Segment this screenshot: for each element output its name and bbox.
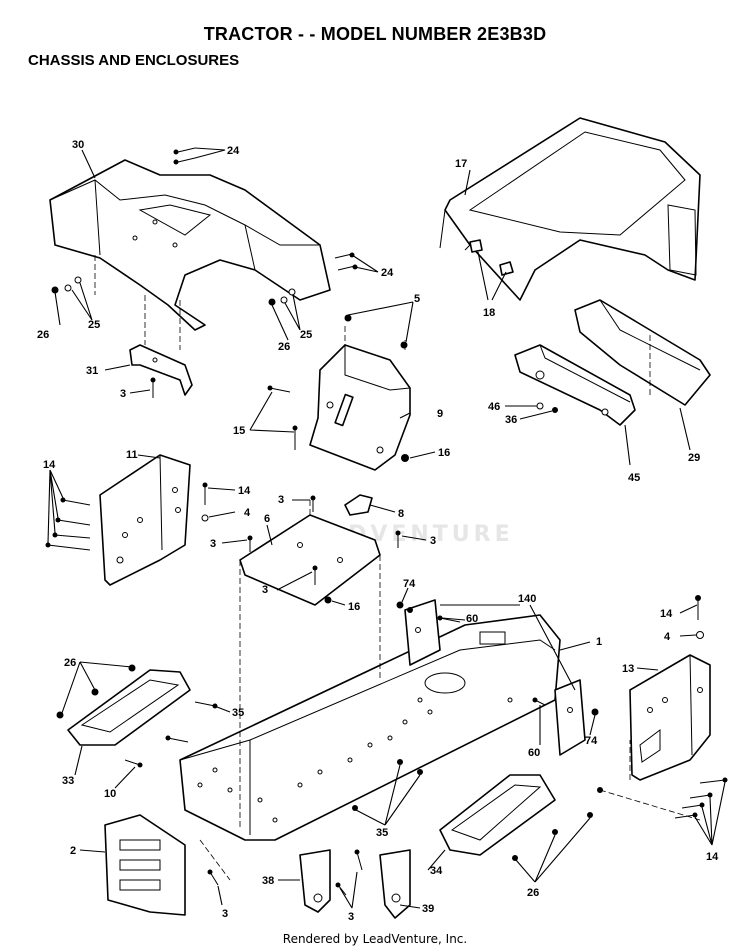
callout-33: 33 bbox=[62, 775, 74, 787]
callout-9: 9 bbox=[437, 408, 443, 420]
callout-24: 24 bbox=[381, 267, 394, 279]
callout-29: 29 bbox=[688, 452, 700, 464]
part-8-clip[interactable] bbox=[344, 494, 373, 516]
callout-15: 15 bbox=[233, 425, 245, 437]
callout-30: 30 bbox=[72, 139, 84, 151]
part-13-plate[interactable] bbox=[629, 654, 711, 781]
callout-74: 74 bbox=[403, 578, 416, 590]
callout-74: 74 bbox=[585, 735, 598, 747]
callout-10: 10 bbox=[104, 788, 116, 800]
callout-35: 35 bbox=[232, 707, 244, 719]
part-9-panel[interactable] bbox=[309, 344, 411, 471]
callout-4: 4 bbox=[244, 507, 251, 519]
callout-3: 3 bbox=[348, 911, 354, 923]
callout-3: 3 bbox=[120, 388, 126, 400]
callout-3: 3 bbox=[210, 538, 216, 550]
part-38-bracket[interactable] bbox=[299, 849, 331, 913]
callout-16: 16 bbox=[438, 447, 450, 459]
callout-38: 38 bbox=[262, 875, 274, 887]
page-title: TRACTOR - - MODEL NUMBER 2E3B3D bbox=[203, 24, 547, 44]
part-31-bracket[interactable] bbox=[129, 344, 193, 396]
callout-2: 2 bbox=[70, 845, 76, 857]
callout-3: 3 bbox=[262, 584, 268, 596]
callout-34: 34 bbox=[430, 865, 443, 877]
callout-18: 18 bbox=[483, 307, 495, 319]
callout-46: 46 bbox=[488, 401, 500, 413]
part-2-front-plate[interactable] bbox=[104, 814, 186, 916]
section-title: CHASSIS AND ENCLOSURES bbox=[28, 52, 240, 69]
callout-39: 39 bbox=[422, 903, 434, 915]
assembly-lines bbox=[94, 255, 701, 881]
callout-31: 31 bbox=[86, 365, 98, 377]
part-hood[interactable] bbox=[439, 117, 701, 301]
callout-11: 11 bbox=[126, 449, 138, 461]
callout-1: 1 bbox=[596, 636, 602, 648]
hardware-fasteners bbox=[45, 147, 728, 896]
callout-35: 35 bbox=[376, 827, 388, 839]
callout-3: 3 bbox=[222, 908, 228, 920]
callout-26: 26 bbox=[64, 657, 76, 669]
part-34-footrest[interactable] bbox=[439, 774, 556, 856]
part-140-front-brackets[interactable] bbox=[404, 599, 586, 756]
callout-17: 17 bbox=[455, 158, 467, 170]
callout-140: 140 bbox=[518, 593, 536, 605]
callout-3: 3 bbox=[430, 535, 436, 547]
part-33-footrest[interactable] bbox=[67, 669, 191, 746]
part-11-plate[interactable] bbox=[99, 454, 191, 586]
callout-6: 6 bbox=[264, 513, 270, 525]
callout-14: 14 bbox=[238, 485, 251, 497]
callout-3: 3 bbox=[278, 494, 284, 506]
callout-36: 36 bbox=[505, 414, 517, 426]
callout-26: 26 bbox=[278, 341, 290, 353]
callout-5: 5 bbox=[414, 293, 420, 305]
callout-25: 25 bbox=[88, 319, 100, 331]
part-6-plate[interactable] bbox=[239, 514, 381, 606]
part-39-bracket[interactable] bbox=[379, 849, 411, 919]
callout-45: 45 bbox=[628, 472, 640, 484]
callout-labels: 30 24 17 24 18 26 25 5 26 25 31 3 9 15 1… bbox=[37, 139, 719, 923]
callout-14: 14 bbox=[660, 608, 673, 620]
callout-60: 60 bbox=[466, 613, 478, 625]
footer-credit: Rendered by LeadVenture, Inc. bbox=[282, 932, 468, 946]
callout-16: 16 bbox=[348, 601, 360, 613]
callout-60: 60 bbox=[528, 747, 540, 759]
callout-13: 13 bbox=[622, 663, 634, 675]
leader-lines bbox=[47, 147, 726, 909]
part-45-bracket[interactable] bbox=[514, 344, 636, 426]
callout-8: 8 bbox=[398, 508, 404, 520]
callout-14: 14 bbox=[43, 459, 56, 471]
callout-14: 14 bbox=[706, 851, 719, 863]
callout-4: 4 bbox=[664, 631, 671, 643]
callout-26: 26 bbox=[37, 329, 49, 341]
callout-26: 26 bbox=[527, 887, 539, 899]
part-rear-fender[interactable] bbox=[49, 159, 331, 331]
callout-24: 24 bbox=[227, 145, 240, 157]
part-dash-panel[interactable] bbox=[574, 299, 711, 406]
callout-25: 25 bbox=[300, 329, 312, 341]
